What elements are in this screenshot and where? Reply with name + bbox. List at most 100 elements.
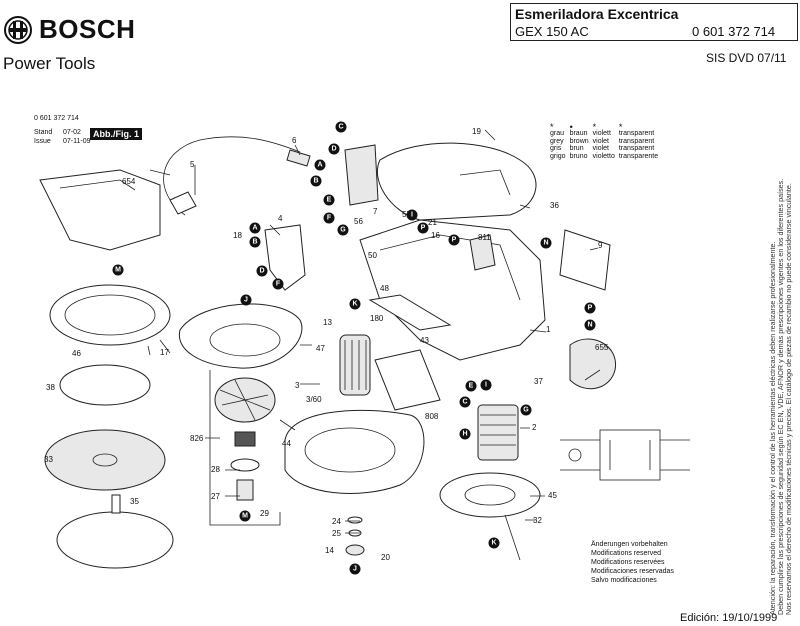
badge-g: G [337,224,349,236]
part-label: 20 [381,553,390,562]
part-label: 56 [354,217,363,226]
svg-text:N: N [543,240,548,247]
part-label: 24 [332,517,341,526]
part-label: 5 [190,160,195,169]
svg-text:A: A [252,225,257,232]
badge-a: A [314,159,326,171]
svg-text:I: I [485,382,487,389]
legend-cell: grigo [550,152,566,160]
legend-star: * [592,122,597,132]
switch-shape [264,224,306,291]
part-label: 38 [46,383,55,392]
title-box [510,3,798,41]
part-label: 826 [190,434,204,443]
svg-text:J: J [353,566,357,573]
connector-badges: A B C D E F G A B D F M J K M J I P P N … [112,121,596,575]
part-label: 29 [260,509,269,518]
svg-text:N: N [587,322,592,329]
edition-date: Edición: 19/10/1999 [680,612,778,624]
fan-bracket-line [209,370,281,526]
part-label: 13 [323,318,332,327]
brand-subtitle: Power Tools [3,54,96,73]
legal-line: Deben cumplirse las prescripciones de se… [777,178,785,615]
svg-text:M: M [115,267,121,274]
part-label: 43 [420,336,429,345]
spring-wire-line [504,514,521,561]
legend-star: * [618,122,623,132]
badge-d-switch: D [256,265,268,277]
legend-cell: violetto [592,152,615,160]
modifications-line: Modificaciones reservadas [591,568,674,575]
motor-housing-shape [359,219,546,361]
leader-lines [147,129,601,534]
legend-cell: grey [550,137,564,145]
circuit-box [599,429,661,481]
part-label: 27 [211,492,220,501]
eccentric-shape [236,479,254,501]
badge-b-switch: B [249,236,261,248]
badge-a-switch: A [249,222,261,234]
svg-text:D: D [331,146,336,153]
badge-i-top: I [406,209,418,221]
svg-text:C: C [338,124,343,131]
modifications-line: Modifications reservées [591,559,665,566]
legend-cell: grau [550,130,565,137]
badge-p-top: P [417,222,429,234]
svg-text:K: K [352,301,357,308]
svg-text:J: J [244,297,248,304]
part-label: 48 [380,284,389,293]
badge-m-dust-cover: M [112,264,124,276]
legend-cell: transparent [618,130,655,137]
part-label: 21 [428,218,437,227]
svg-text:D: D [259,268,264,275]
svg-text:I: I [411,212,413,219]
top-cover-detail [459,169,511,196]
motor-housing-boss [469,234,496,271]
stand-value: 07-02 [63,129,81,136]
part-label: 6 [292,136,297,145]
badge-k-base: K [488,537,500,549]
part-label: 811 [478,233,491,242]
badge-p-mid: P [448,234,460,246]
part-label: 45 [548,491,557,500]
legal-line: Atención: la reparación, transformación … [769,241,777,615]
legal-line: Nos reservamos el derecho de modificacio… [785,183,793,615]
badge-d: D [328,143,340,155]
badge-b: B [310,175,322,187]
washer-shape [347,516,363,524]
part-label: 17 [160,348,169,357]
part-label: 3/60 [306,395,322,404]
armature-windings [344,340,367,390]
legal-notice: Atención: la reparación, transformación … [769,95,795,615]
part-label: 19 [472,127,481,136]
legend-cell: transparent [618,137,655,145]
figure-label: Abb./Fig. 1 [90,128,142,140]
field-coil-shape [477,404,519,461]
part-label: 9 [598,241,603,250]
part-label: 46 [72,349,81,358]
part-label: 2 [532,423,537,432]
badge-n-top: N [540,237,552,249]
part-label: 808 [425,412,439,421]
badge-j-bearing: J [349,563,361,575]
issue-label: Issue [34,138,51,145]
bearing-ring-shape [230,458,260,472]
stand-label: Stand [34,129,53,136]
svg-text:G: G [523,407,529,414]
part-label: 3 [295,381,300,390]
model-name: GEX 150 AC [515,24,589,39]
circuit-motor-symbol [568,448,582,462]
legend-star: * [550,122,554,132]
svg-text:C: C [462,399,467,406]
color-legend: * • * * grau braun violett transparent g… [550,122,662,160]
base-housing-ring [304,427,396,473]
exploded-diagram [39,129,690,569]
legend-cell: violett [592,130,611,137]
part-label: 4 [278,214,283,223]
label-plate-shape [559,229,611,291]
legend-cell: transparent [618,145,655,152]
field-coil-windings [480,414,516,446]
dust-bag-shape [39,169,161,251]
svg-text:H: H [462,431,467,438]
bearing-small-shape [345,544,365,556]
